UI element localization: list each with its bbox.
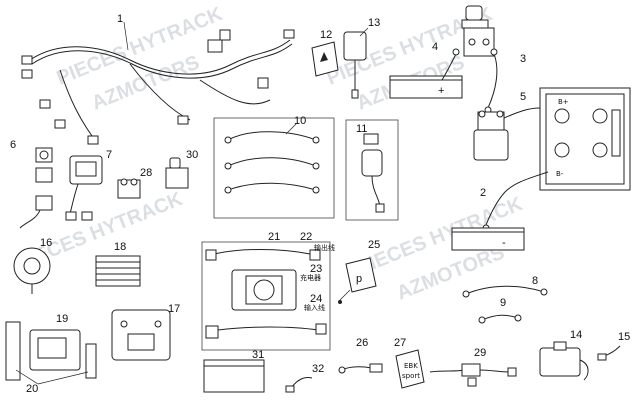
part-26 <box>338 363 383 374</box>
callout-6: 6 <box>10 139 16 151</box>
cable-part-3 <box>487 53 498 109</box>
solenoid-part <box>473 110 509 161</box>
part-30 <box>165 157 189 189</box>
callout-19: 19 <box>56 313 68 325</box>
callout-20: 20 <box>26 383 38 395</box>
leader-line <box>123 21 129 51</box>
battery-31-part <box>203 359 265 393</box>
cable-part-2 <box>485 171 549 226</box>
terminal-b-minus-label: B- <box>556 170 564 178</box>
part-29 <box>429 363 517 387</box>
cable-part-5 <box>503 107 541 119</box>
cables-10-group <box>213 117 335 219</box>
callout-12: 12 <box>320 29 332 41</box>
card-27-part: EBK sport <box>395 349 425 389</box>
card-25-letter: p <box>356 273 362 285</box>
callout-22: 22 <box>300 231 312 243</box>
callout-27: 27 <box>394 337 406 349</box>
callout-21: 21 <box>268 231 280 243</box>
callout-9: 9 <box>500 297 506 309</box>
callout-32: 32 <box>312 363 324 375</box>
callout-14: 14 <box>570 329 582 341</box>
tag-23-label: 充电器 <box>300 273 321 282</box>
charger-group: 输出线 充电器 输入线 <box>201 241 335 351</box>
leader-line <box>15 369 39 385</box>
part-32 <box>285 377 313 393</box>
callout-26: 26 <box>356 337 368 349</box>
terminal-b-plus-label: B+ <box>558 98 569 106</box>
part-14 <box>539 341 589 381</box>
callout-24: 24 <box>310 293 322 305</box>
callout-1: 1 <box>117 13 123 25</box>
battery-top-part: + <box>389 75 463 99</box>
callout-4: 4 <box>432 41 438 53</box>
battery-bottom-part: - <box>451 227 525 251</box>
part-28 <box>117 178 141 199</box>
leader-line <box>359 27 369 37</box>
callout-30: 30 <box>186 149 198 161</box>
callout-18: 18 <box>114 241 126 253</box>
callout-11: 11 <box>356 123 367 135</box>
card-27-text-2: sport <box>402 372 420 380</box>
callout-13: 13 <box>368 17 380 29</box>
part-15 <box>597 345 621 361</box>
card-27-text: EBK <box>404 362 418 370</box>
callout-8: 8 <box>532 275 538 287</box>
wiring-harness-part <box>21 29 295 145</box>
controller-part: B+ B- <box>539 87 631 191</box>
horn-part <box>13 247 51 294</box>
callout-16: 16 <box>40 237 52 249</box>
sticker-part <box>311 41 339 77</box>
callout-3: 3 <box>520 53 526 65</box>
tag-22-label: 输出线 <box>314 243 335 252</box>
callout-29: 29 <box>474 347 486 359</box>
leader-line <box>285 123 297 135</box>
emergency-switch-part <box>461 5 495 57</box>
key-switch-part <box>343 31 367 99</box>
part-17 <box>111 309 171 361</box>
battery-minus-sign: - <box>502 237 506 249</box>
converter-part <box>95 255 141 287</box>
cable-part-9 <box>478 314 522 324</box>
callout-28: 28 <box>140 167 152 179</box>
cable-part-8 <box>462 285 548 298</box>
callout-25: 25 <box>368 239 380 251</box>
leader-line <box>37 371 89 385</box>
callout-31: 31 <box>252 349 264 361</box>
callout-2: 2 <box>480 187 486 199</box>
callout-5: 5 <box>520 91 526 103</box>
card-25-part: p <box>338 257 377 304</box>
callout-10: 10 <box>294 115 306 127</box>
part-7 <box>65 155 103 221</box>
part-6 <box>19 147 53 229</box>
callout-15: 15 <box>618 331 630 343</box>
cable-part-4 <box>441 53 457 81</box>
callout-7: 7 <box>106 149 112 161</box>
callout-23: 23 <box>310 263 322 275</box>
battery-plus-sign: + <box>438 85 444 97</box>
callout-17: 17 <box>168 303 180 315</box>
tag-24-label: 输入线 <box>304 303 325 312</box>
charging-socket-11-group <box>345 119 399 221</box>
part-19-20 <box>5 321 97 381</box>
